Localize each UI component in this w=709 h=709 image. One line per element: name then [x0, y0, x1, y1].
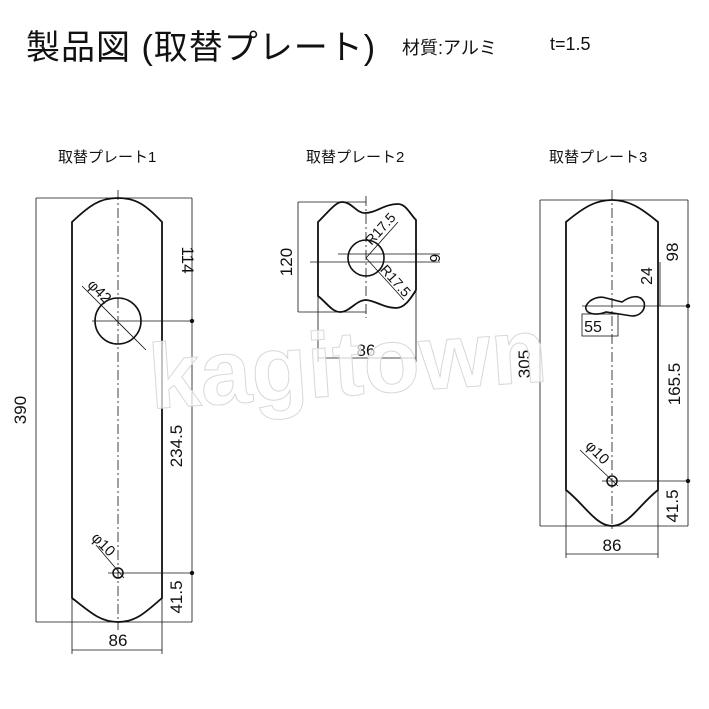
plate1-dim-spacing: 234.5 [167, 425, 186, 468]
plate1-outline [71, 197, 163, 623]
plate3-dim-small-hole: φ10 [582, 437, 613, 468]
plate1-dim-top: 114 [178, 246, 197, 273]
plate2-dim-height: 120 [277, 248, 296, 276]
page-title: 製品図 (取替プレート) [26, 29, 377, 67]
plate2-dim-slot: 6 [426, 254, 443, 262]
plate3-label: 取替プレート3 [549, 149, 648, 166]
plate1-dim-small-hole: φ10 [88, 529, 119, 560]
plate2-label: 取替プレート2 [306, 149, 405, 166]
plate3-dim-bottom: 41.5 [663, 489, 682, 522]
plate1-dim-hole-diameter: φ42 [84, 276, 115, 307]
plate1-dim-height: 390 [11, 396, 30, 424]
watermark: kagitown [145, 299, 550, 429]
plate1-dim-width: 86 [109, 631, 128, 650]
plate3-dim-slot-width: 55 [584, 319, 602, 336]
plate3-dim-slot-to-hole: 165.5 [665, 363, 684, 406]
material-spec: 材質:アルミ [402, 38, 497, 58]
plate3-dim-height: 305 [515, 350, 534, 378]
plate2-drawing [297, 196, 440, 362]
thickness-spec: t=1.5 [550, 34, 591, 54]
plate3-dim-top: 98 [663, 243, 682, 262]
plate2-dim-radius-bottom: R17.5 [377, 261, 414, 300]
plate2-dim-width: 86 [357, 341, 376, 360]
plate3-dim-slot-height: 24 [639, 267, 656, 285]
plate1-drawing [35, 190, 193, 654]
plate3-dim-width: 86 [603, 536, 622, 555]
plate2-hole [347, 239, 385, 277]
plate1-dim-bottom: 41.5 [167, 580, 186, 613]
plate1-label: 取替プレート1 [58, 149, 157, 166]
plate3-drawing [539, 190, 690, 558]
